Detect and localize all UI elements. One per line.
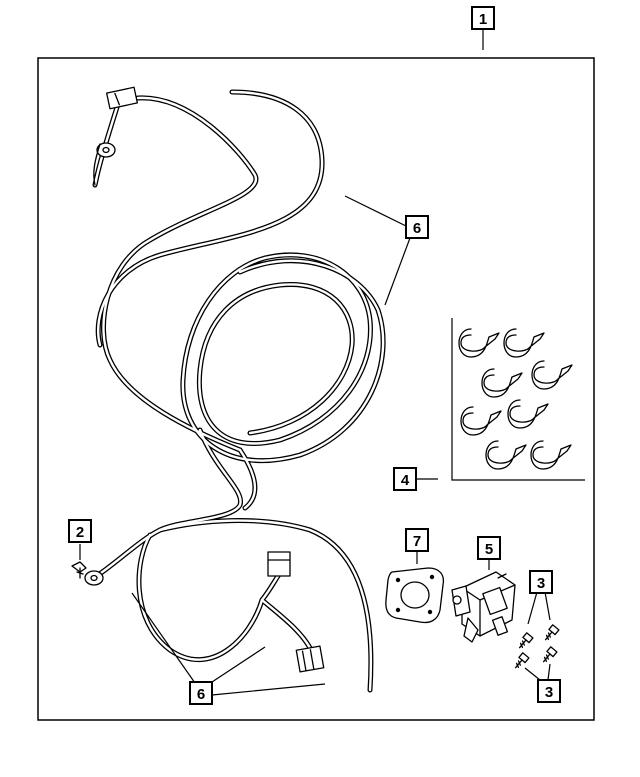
ground-ring-lower bbox=[84, 570, 104, 586]
screw bbox=[514, 652, 530, 669]
screw bbox=[518, 632, 534, 649]
svg-text:3: 3 bbox=[545, 684, 553, 701]
cable-clip bbox=[485, 440, 527, 470]
svg-text:1: 1 bbox=[479, 11, 487, 28]
callout-1: 1 bbox=[471, 6, 495, 50]
cable-clip bbox=[530, 440, 572, 470]
cable-clip bbox=[507, 399, 549, 429]
harness-connector-top bbox=[105, 86, 139, 110]
callout-3-lower: 3 bbox=[524, 663, 561, 703]
callout-4: 4 bbox=[393, 467, 438, 491]
diagram-frame bbox=[37, 57, 595, 721]
cable-clip bbox=[531, 360, 573, 390]
callout-3-upper: 3 bbox=[527, 570, 553, 625]
screw bbox=[542, 646, 558, 663]
cable-clip bbox=[503, 328, 545, 358]
svg-text:4: 4 bbox=[401, 472, 410, 489]
harness-connector-lower-b bbox=[295, 645, 325, 673]
svg-text:3: 3 bbox=[537, 575, 545, 592]
svg-text:7: 7 bbox=[413, 533, 421, 550]
svg-text:6: 6 bbox=[197, 686, 205, 703]
mounting-bracket bbox=[385, 567, 445, 624]
svg-text:6: 6 bbox=[413, 220, 421, 237]
callout-5: 5 bbox=[477, 536, 501, 570]
ground-ring-upper bbox=[93, 142, 116, 186]
cable-clip bbox=[460, 406, 502, 436]
callout-6-upper: 6 bbox=[344, 195, 429, 306]
ground-screw bbox=[71, 544, 87, 579]
cable-clip-group bbox=[451, 318, 585, 481]
callout-7: 7 bbox=[405, 528, 429, 564]
harness-connector-lower-a bbox=[267, 551, 291, 577]
trailer-connector-7-way bbox=[451, 571, 516, 643]
wiring-harness bbox=[84, 86, 386, 693]
screw bbox=[544, 624, 560, 641]
callout-6-lower: 6 bbox=[131, 592, 326, 705]
svg-text:5: 5 bbox=[485, 541, 493, 558]
cable-clip bbox=[458, 328, 500, 358]
callout-2: 2 bbox=[68, 519, 92, 543]
cable-clip bbox=[481, 368, 523, 398]
svg-text:2: 2 bbox=[76, 524, 84, 541]
